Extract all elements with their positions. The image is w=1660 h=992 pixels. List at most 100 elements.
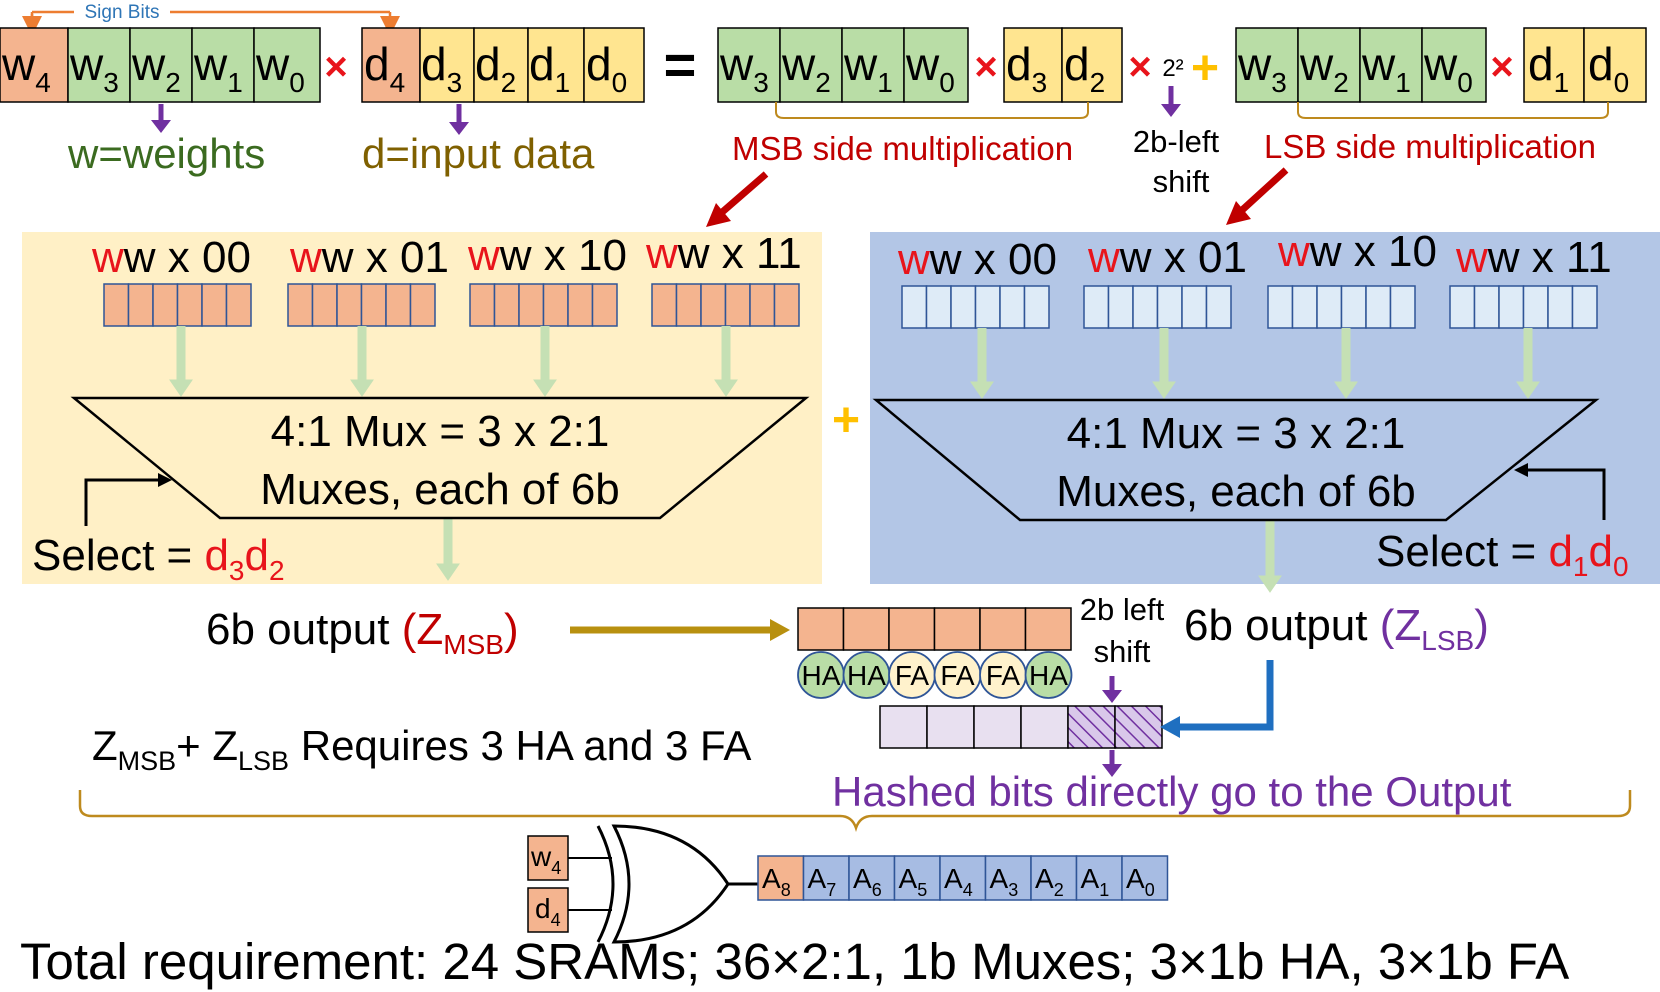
input-data-legend: d=input data <box>362 130 595 177</box>
result-bit-a4: A4 <box>939 855 987 901</box>
plus-icon: + <box>1191 42 1219 95</box>
sram-cell <box>1107 285 1134 329</box>
msb-sram-row-3 <box>651 283 800 327</box>
sram-cell <box>1340 285 1367 329</box>
svg-text:HA: HA <box>847 660 886 691</box>
sram-cell <box>974 285 1001 329</box>
panel-plus-icon: + <box>832 394 860 447</box>
svg-text:ww x 00: ww x 00 <box>91 233 251 282</box>
lsb-select-arrowhead <box>1514 463 1528 477</box>
msb-side-label: MSB side multiplication <box>732 130 1073 167</box>
svg-text:A3: A3 <box>990 863 1019 900</box>
sram-cell <box>901 285 928 329</box>
svg-text:w1: w1 <box>193 38 243 98</box>
sram-cell <box>1473 285 1500 329</box>
xor-gate-icon <box>596 824 758 944</box>
lsb-sram-row-2 <box>1267 285 1416 329</box>
sram-cell <box>773 283 800 327</box>
svg-text:HA: HA <box>1029 660 1068 691</box>
sram-cell <box>409 283 436 327</box>
sign-bits-bracket <box>22 10 400 36</box>
result-bit-a5: A5 <box>893 855 941 901</box>
sram-cell <box>1365 285 1392 329</box>
shift-label-1: 2b-left <box>1133 124 1220 159</box>
hashed-down-arrow <box>1102 750 1122 777</box>
sram-cell <box>493 283 520 327</box>
svg-text:A4: A4 <box>944 863 973 900</box>
dark-red-arrows <box>706 167 1289 227</box>
sram-cell <box>749 283 776 327</box>
svg-text:d3: d3 <box>1006 38 1047 98</box>
sram-cell <box>999 285 1026 329</box>
big-bracket <box>78 790 1632 832</box>
result-bit-a2: A2 <box>1030 855 1078 901</box>
adder-cell-fa: FA <box>888 651 936 699</box>
sram-cell <box>1181 285 1208 329</box>
adder-cell-ha: HA <box>842 651 891 699</box>
svg-text:ww x 10: ww x 10 <box>1277 227 1437 276</box>
svg-text:HA: HA <box>802 660 841 691</box>
adder-shift-label-2: shift <box>1094 634 1151 669</box>
lsb-sram-row-1 <box>1083 285 1232 329</box>
sram-cell <box>176 283 203 327</box>
shift-factor: 2² <box>1162 55 1183 82</box>
hashed-bit-cell <box>1114 705 1163 749</box>
sram-cell <box>385 283 412 327</box>
lsb-green-arrows <box>970 328 1540 593</box>
total-requirement: Total requirement: 24 SRAMs; 36×2:1, 1b … <box>20 933 1570 990</box>
svg-text:A5: A5 <box>899 863 928 900</box>
multiply-icon: × <box>974 45 997 89</box>
lsb-side-label: LSB side multiplication <box>1264 128 1596 165</box>
hashed-note: Hashed bits directly go to the Output <box>832 768 1512 815</box>
lsb-mux-trapezoid <box>872 398 1600 522</box>
sram-cell <box>1316 285 1343 329</box>
msb-sram-row-0 <box>103 283 252 327</box>
requirement-label: ZMSB+ ZLSB Requires 3 HA and 3 FA <box>92 722 751 776</box>
svg-text:ww x 01: ww x 01 <box>289 233 449 282</box>
lsb-select-label: Select = d1d0 <box>1376 527 1629 582</box>
sram-cell <box>103 283 130 327</box>
lsb-mux-line1: 4:1 Mux = 3 x 2:1 <box>1067 409 1406 458</box>
sram-cell <box>950 285 977 329</box>
sram-cell <box>675 283 702 327</box>
msb-output-cell <box>1024 607 1072 651</box>
adder-shift-label-1: 2b left <box>1080 592 1165 627</box>
result-bit-a8: A8 <box>757 855 805 901</box>
result-bit-a7: A7 <box>802 855 850 901</box>
msb-sram-row-2 <box>469 283 618 327</box>
sram-cell <box>1083 285 1110 329</box>
sram-cell <box>360 283 387 327</box>
weight-register-full: w4 w3 w2 w1 w0 <box>0 27 321 103</box>
svg-text:A7: A7 <box>808 863 837 900</box>
result-bit-a6: A6 <box>848 855 896 901</box>
sram-cell <box>1267 285 1294 329</box>
sram-cell <box>311 283 338 327</box>
svg-text:ww x 11: ww x 11 <box>1455 233 1612 282</box>
msb-output-cell <box>979 607 1027 651</box>
data-register-full: d4 d3 d2 d1 d0 <box>361 27 645 103</box>
sram-cell <box>1498 285 1525 329</box>
sram-cell <box>1291 285 1318 329</box>
sram-cell <box>518 283 545 327</box>
adder-cell-ha: HA <box>1024 651 1073 699</box>
sram-cell <box>201 283 228 327</box>
svg-text:A1: A1 <box>1081 863 1110 900</box>
multiply-icon: × <box>1128 45 1151 89</box>
msb-mux-trapezoid <box>70 396 810 520</box>
sram-cell <box>127 283 154 327</box>
msb-green-arrows <box>169 326 738 581</box>
msb-select-arrow <box>84 478 162 526</box>
lsb-output-label: 6b output (ZLSB) <box>1184 601 1489 656</box>
msb-output-cell <box>797 607 845 651</box>
msb-case-10: w x 10 <box>499 231 627 280</box>
msb-output-cell <box>933 607 981 651</box>
msb-to-adder-arrow <box>570 619 790 641</box>
sram-cell <box>724 283 751 327</box>
svg-text:ww x 00: ww x 00 <box>897 235 1057 284</box>
weights-legend: w=weights <box>67 130 265 177</box>
sram-cell <box>567 283 594 327</box>
result-bit-a0: A0 <box>1121 855 1169 901</box>
msb-case-00: w x 00 <box>123 233 251 282</box>
